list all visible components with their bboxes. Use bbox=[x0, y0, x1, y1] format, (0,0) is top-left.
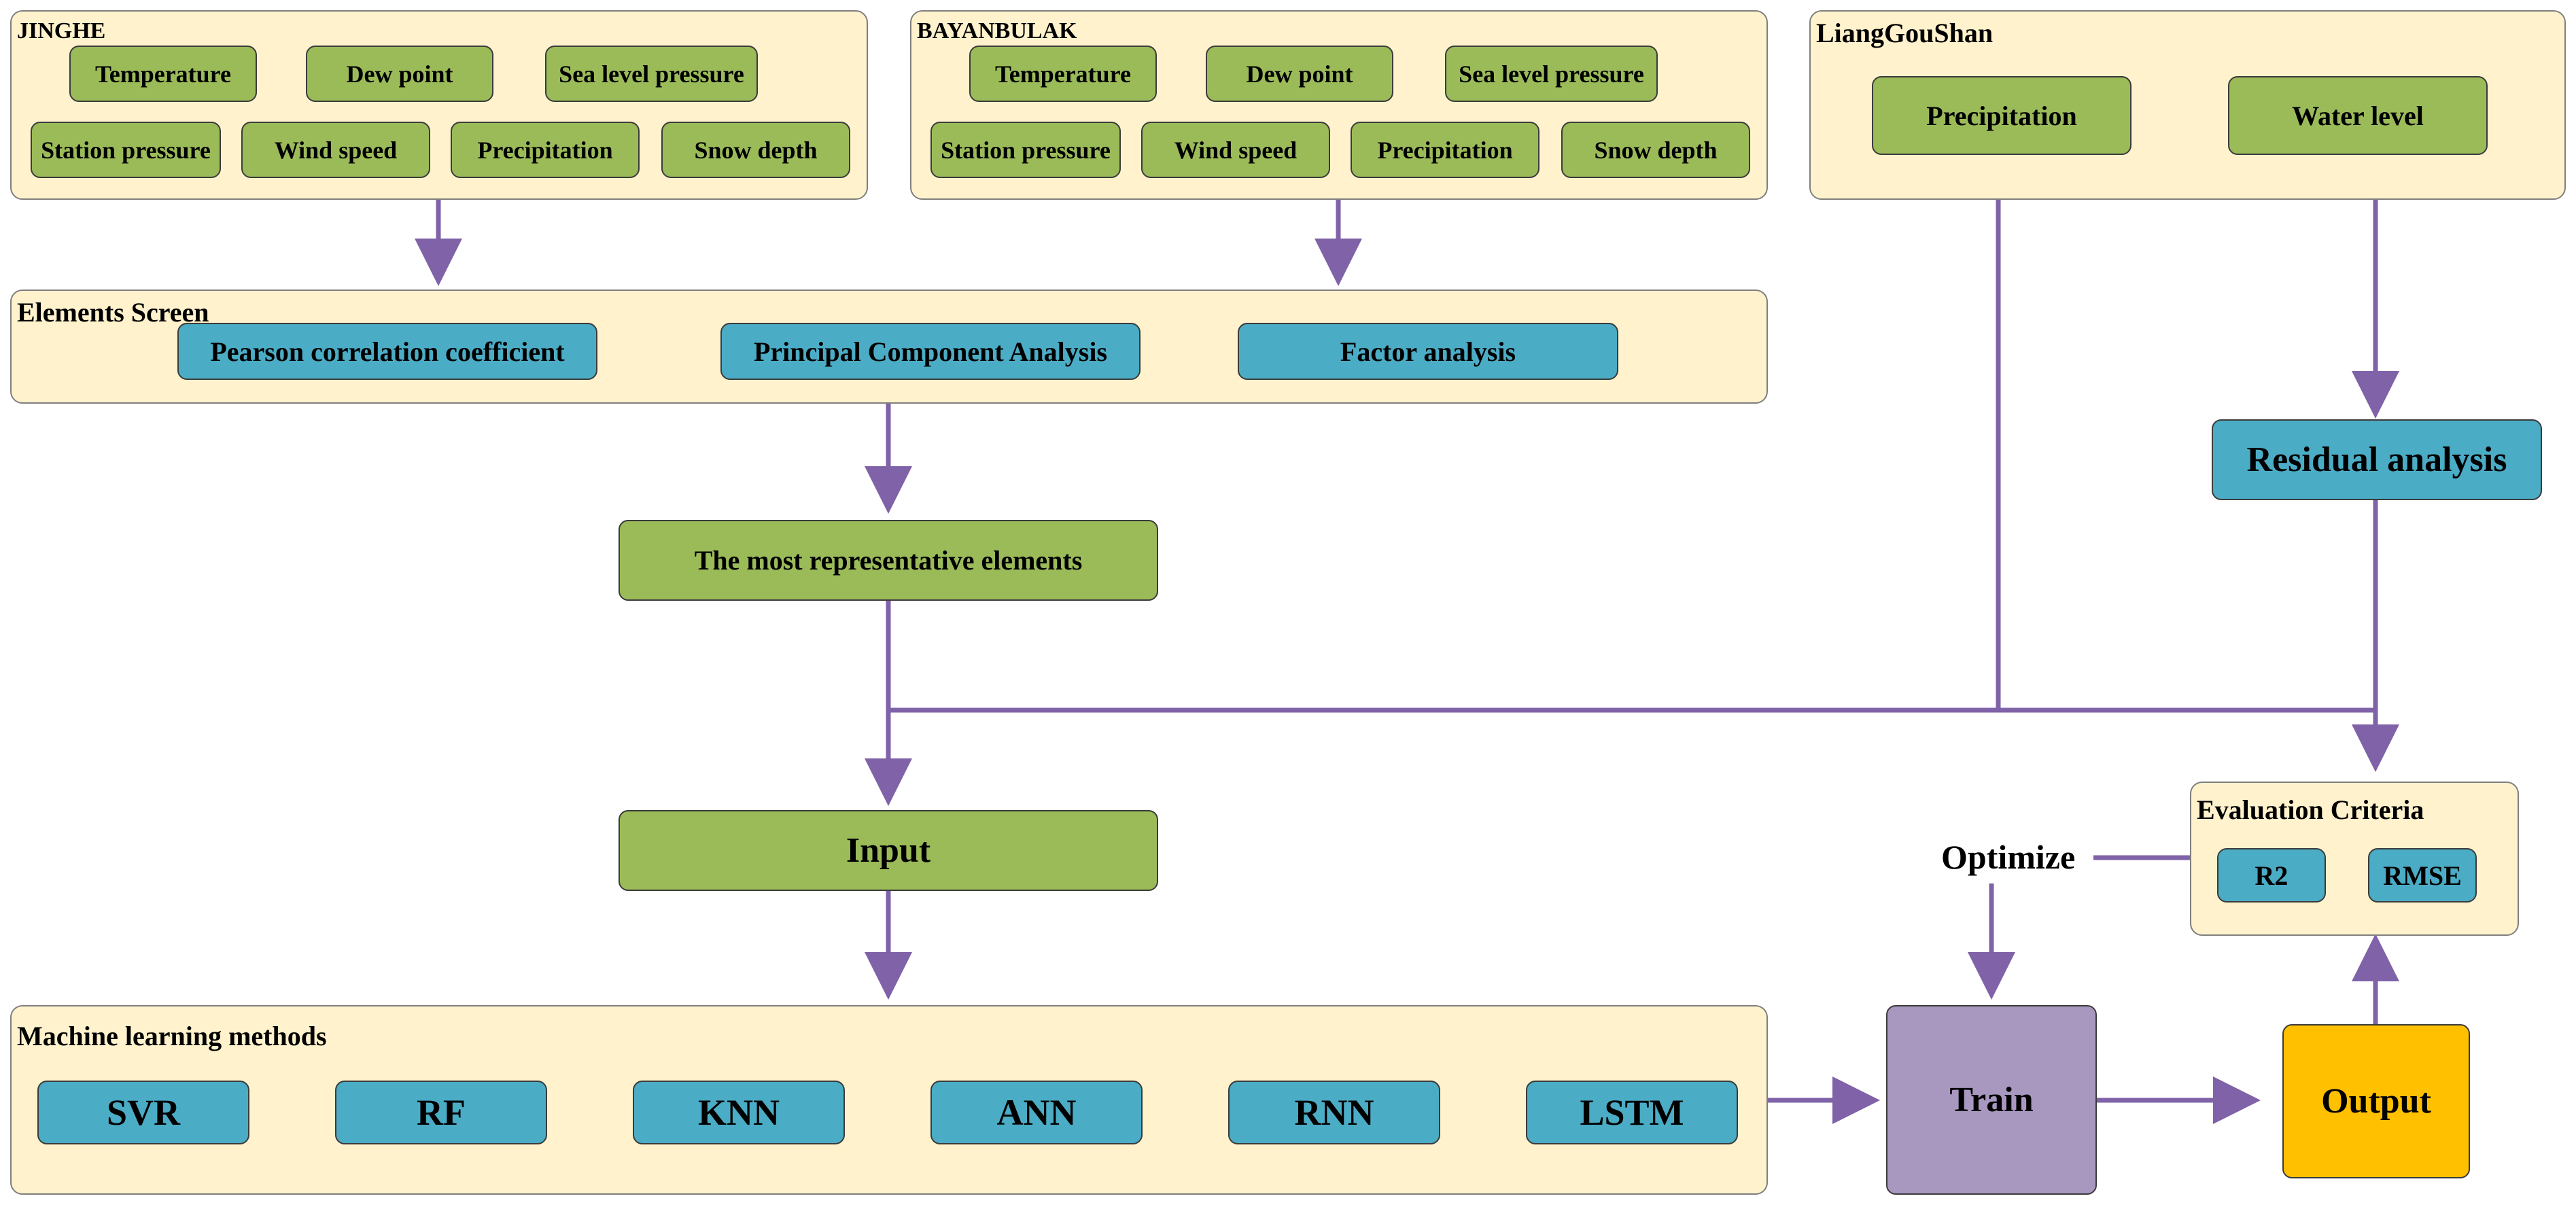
ann-method-button[interactable]: ANN bbox=[930, 1081, 1143, 1144]
train-box[interactable]: Train bbox=[1886, 1005, 2097, 1195]
pearson-correlation-button[interactable]: Pearson correlation coefficient bbox=[177, 323, 597, 380]
rmse-metric-box[interactable]: RMSE bbox=[2368, 848, 2477, 903]
bayanbulak-dew-point-button[interactable]: Dew point bbox=[1206, 46, 1393, 102]
jinghe-snow-depth-button[interactable]: Snow depth bbox=[661, 122, 850, 178]
representative-elements-box[interactable]: The most representative elements bbox=[619, 520, 1158, 601]
jinghe-precipitation-button[interactable]: Precipitation bbox=[451, 122, 640, 178]
lianggoushan-title: LiangGouShan bbox=[1816, 18, 1994, 48]
rnn-method-button[interactable]: RNN bbox=[1228, 1081, 1440, 1144]
output-box[interactable]: Output bbox=[2282, 1024, 2470, 1178]
jinghe-wind-speed-button[interactable]: Wind speed bbox=[241, 122, 430, 178]
lianggoushan-water-level-button[interactable]: Water level bbox=[2228, 76, 2488, 155]
rf-method-button[interactable]: RF bbox=[335, 1081, 547, 1144]
bayanbulak-station-pressure-button[interactable]: Station pressure bbox=[930, 122, 1121, 178]
residual-analysis-box[interactable]: Residual analysis bbox=[2212, 419, 2542, 500]
machine-learning-panel: Machine learning methods bbox=[10, 1005, 1768, 1195]
bayanbulak-wind-speed-button[interactable]: Wind speed bbox=[1141, 122, 1330, 178]
jinghe-title: JINGHE bbox=[17, 18, 106, 43]
elements-screen-title: Elements Screen bbox=[17, 297, 209, 328]
bayanbulak-temperature-button[interactable]: Temperature bbox=[969, 46, 1157, 102]
lianggoushan-precipitation-button[interactable]: Precipitation bbox=[1872, 76, 2131, 155]
bayanbulak-precipitation-button[interactable]: Precipitation bbox=[1351, 122, 1539, 178]
jinghe-sea-level-pressure-button[interactable]: Sea level pressure bbox=[545, 46, 758, 102]
factor-analysis-button[interactable]: Factor analysis bbox=[1238, 323, 1618, 380]
optimize-label: Optimize bbox=[1941, 838, 2076, 876]
knn-method-button[interactable]: KNN bbox=[633, 1081, 845, 1144]
jinghe-temperature-button[interactable]: Temperature bbox=[69, 46, 257, 102]
bayanbulak-snow-depth-button[interactable]: Snow depth bbox=[1561, 122, 1750, 178]
svr-method-button[interactable]: SVR bbox=[37, 1081, 249, 1144]
principal-component-analysis-button[interactable]: Principal Component Analysis bbox=[720, 323, 1141, 380]
lstm-method-button[interactable]: LSTM bbox=[1526, 1081, 1738, 1144]
r2-metric-box[interactable]: R2 bbox=[2217, 848, 2326, 903]
bayanbulak-sea-level-pressure-button[interactable]: Sea level pressure bbox=[1445, 46, 1658, 102]
evaluation-criteria-title: Evaluation Criteria bbox=[2197, 794, 2424, 825]
bayanbulak-title: BAYANBULAK bbox=[917, 18, 1077, 43]
jinghe-station-pressure-button[interactable]: Station pressure bbox=[31, 122, 221, 178]
input-box[interactable]: Input bbox=[619, 810, 1158, 891]
machine-learning-title: Machine learning methods bbox=[17, 1021, 327, 1051]
jinghe-dew-point-button[interactable]: Dew point bbox=[306, 46, 493, 102]
